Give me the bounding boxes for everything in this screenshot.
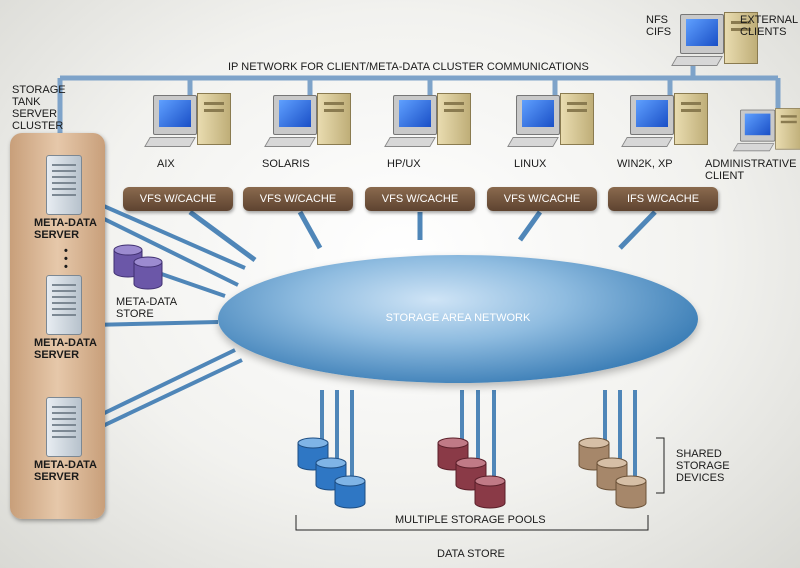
- admin-client-computer: [732, 108, 800, 154]
- cluster-label: STORAGE TANK SERVER CLUSTER: [12, 84, 66, 132]
- driver-box-hpux: VFS W/CACHE: [365, 187, 475, 211]
- client-label-aix: AIX: [157, 158, 175, 170]
- storage-pool-3: [578, 437, 647, 509]
- ellipsis-dots: • • •: [64, 245, 68, 273]
- client-computer-windows: [621, 93, 710, 151]
- client-computer-aix: [144, 93, 233, 151]
- external-clients-label: EXTERNAL CLIENTS: [740, 14, 799, 38]
- client-label-linux: LINUX: [514, 158, 547, 170]
- server-icon: [46, 275, 82, 335]
- client-label-windows: WIN2K, XP: [617, 158, 673, 170]
- client-computer-hpux: [384, 93, 473, 151]
- admin-client-label: ADMINISTRATIVE CLIENT: [705, 158, 797, 182]
- storage-pools-label: MULTIPLE STORAGE POOLS: [395, 514, 546, 526]
- server-label-3: META-DATA SERVER: [34, 459, 97, 483]
- driver-box-solaris: VFS W/CACHE: [243, 187, 353, 211]
- metadata-store-disks: [113, 244, 163, 290]
- server-cluster: META-DATA SERVER • • • META-DATA SERVER …: [10, 133, 105, 519]
- server-icon: [46, 155, 82, 215]
- driver-box-linux: VFS W/CACHE: [487, 187, 597, 211]
- ip-network-label: IP NETWORK FOR CLIENT/META-DATA CLUSTER …: [228, 61, 589, 73]
- storage-pool-1: [297, 437, 366, 509]
- client-label-solaris: SOLARIS: [262, 158, 310, 170]
- driver-box-windows: IFS W/CACHE: [608, 187, 718, 211]
- storage-pool-2: [437, 437, 506, 509]
- nfs-cifs-label: NFS CIFS: [646, 14, 672, 38]
- metadata-store-label: META-DATA STORE: [116, 296, 178, 320]
- storage-area-network: STORAGE AREA NETWORK: [218, 255, 698, 383]
- san-label: STORAGE AREA NETWORK: [385, 312, 531, 324]
- server-label-1: META-DATA SERVER: [34, 217, 97, 241]
- shared-storage-label: SHARED STORAGE DEVICES: [676, 448, 730, 484]
- server-label-2: META-DATA SERVER: [34, 337, 97, 361]
- client-computer-linux: [507, 93, 596, 151]
- client-computer-solaris: [264, 93, 353, 151]
- server-icon: [46, 397, 82, 457]
- data-store-label: DATA STORE: [437, 548, 505, 560]
- external-client-computer: [671, 12, 760, 70]
- driver-box-aix: VFS W/CACHE: [123, 187, 233, 211]
- client-label-hpux: HP/UX: [387, 158, 421, 170]
